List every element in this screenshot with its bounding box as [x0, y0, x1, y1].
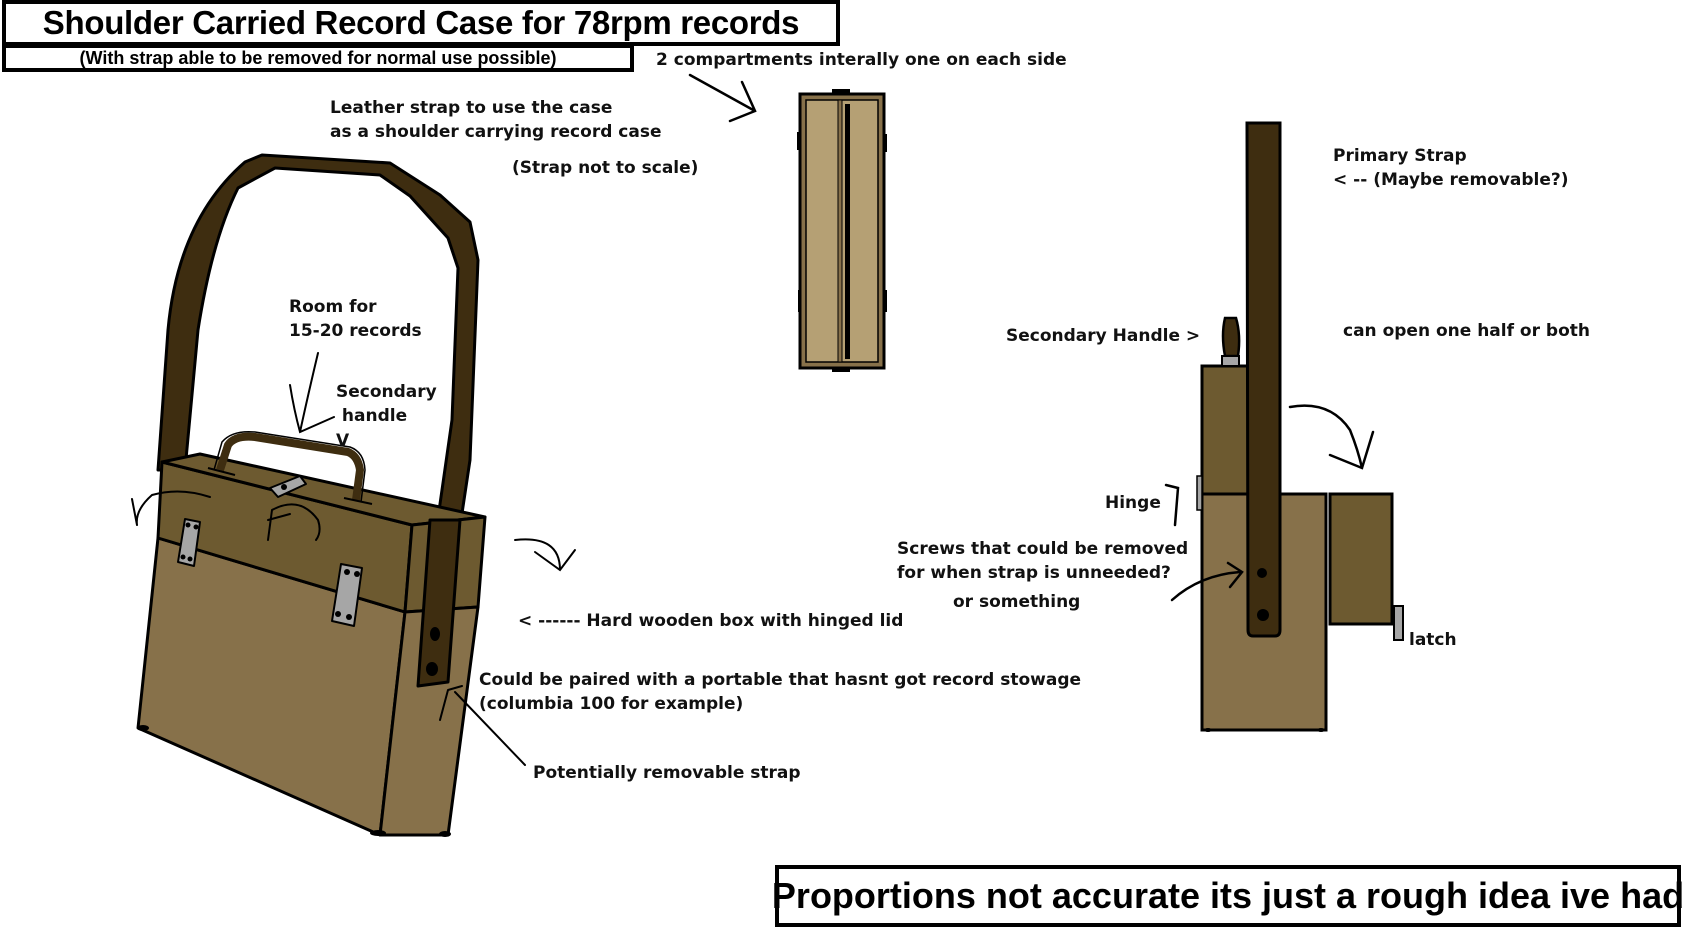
screw — [426, 662, 438, 676]
top-view-case — [797, 89, 887, 372]
arrow-lid-swing — [514, 538, 576, 572]
title-box: Shoulder Carried Record Case for 78rpm r… — [2, 0, 840, 46]
primary-strap — [1245, 121, 1282, 638]
compartment-divider — [837, 99, 843, 363]
label-latch: latch — [1409, 630, 1457, 650]
latch — [1393, 605, 1404, 641]
arrow-compartments — [688, 73, 757, 123]
arrow-open-left — [131, 490, 211, 526]
diagram-subtitle: (With strap able to be removed for norma… — [79, 47, 557, 68]
strap-end — [416, 518, 462, 688]
label-open-half: can open one half or both — [1343, 321, 1590, 341]
annotation-labels: 2 compartments interally one on each sid… — [336, 50, 1590, 783]
label-or-something: or something — [953, 592, 1080, 612]
label-hard-box: < ------ Hard wooden box with hinged lid — [518, 611, 903, 631]
handle-mount — [207, 467, 236, 476]
label-strap-scale: (Strap not to scale) — [512, 158, 698, 178]
label-secondary-handle: Secondary handle — [336, 382, 437, 426]
label-screws: Screws that could be removed for when st… — [897, 539, 1189, 583]
arrow-removable-strap — [439, 685, 526, 766]
front-latch-right — [331, 563, 363, 627]
side-arrows — [1164, 404, 1375, 602]
arrow-open-half — [1288, 404, 1375, 470]
foot — [439, 831, 451, 837]
label-room-for: Room for 15-20 records — [289, 297, 422, 341]
label-secondary-handle-side: Secondary Handle > — [1006, 326, 1200, 346]
label-paired-with: Could be paired with a portable that has… — [479, 670, 1082, 714]
sketch-arrows — [131, 352, 576, 766]
hinge — [1196, 475, 1203, 511]
top-handle — [216, 432, 364, 501]
arrow-open-right — [267, 503, 321, 541]
footer-note-box: Proportions not accurate its just a roug… — [771, 865, 1682, 927]
screw — [430, 627, 440, 641]
label-hinge: Hinge — [1105, 493, 1161, 513]
arrow-hinge — [1164, 483, 1180, 527]
top-latch — [269, 475, 307, 498]
front-latch-left — [177, 518, 201, 567]
screw — [1257, 609, 1269, 621]
side-view-case — [1196, 121, 1404, 732]
perspective-case — [136, 153, 487, 837]
label-removable-strap: Potentially removable strap — [533, 763, 801, 783]
label-leather-strap: Leather strap to use the case as a shoul… — [330, 98, 662, 142]
foot — [370, 830, 386, 836]
side-secondary-handle — [1221, 316, 1241, 358]
subtitle-box: (With strap able to be removed for norma… — [2, 44, 634, 72]
side-lid — [1200, 364, 1250, 496]
diagram-title: Shoulder Carried Record Case for 78rpm r… — [42, 4, 800, 41]
label-compartments: 2 compartments interally one on each sid… — [656, 50, 1067, 70]
foot — [137, 725, 149, 731]
screw — [1257, 568, 1267, 578]
arrow-room-for — [289, 352, 335, 434]
handle-mount — [343, 497, 373, 505]
open-half-lid — [1328, 492, 1394, 626]
divider-slot — [845, 104, 850, 359]
label-handle-arrow: V — [336, 431, 350, 451]
footer-note: Proportions not accurate its just a roug… — [771, 875, 1682, 916]
arrow-screws — [1170, 561, 1244, 602]
label-primary-strap: Primary Strap < -- (Maybe removable?) — [1333, 146, 1569, 190]
